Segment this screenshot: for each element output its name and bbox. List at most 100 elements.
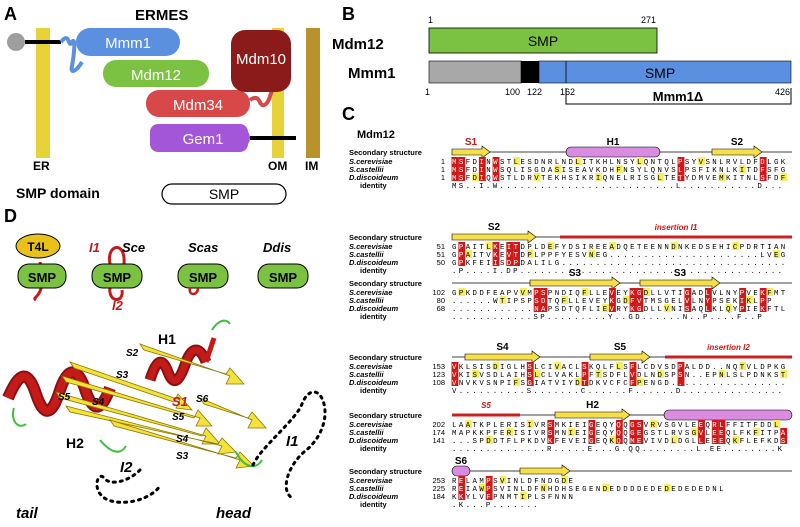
similarity-highlight xyxy=(520,492,527,500)
identity-highlight xyxy=(759,304,767,312)
residue: N xyxy=(616,159,620,167)
residue: P xyxy=(500,380,505,388)
residue: L xyxy=(658,306,662,314)
residue: L xyxy=(753,298,757,306)
residue: T xyxy=(514,252,519,260)
residue: F xyxy=(555,438,559,446)
ss-helix xyxy=(565,146,661,158)
residue: S xyxy=(692,167,697,175)
residue: L xyxy=(637,364,641,372)
residue: D xyxy=(473,290,478,298)
mmm1-pos-1: 1 xyxy=(425,87,430,97)
residue: . xyxy=(671,252,675,260)
residue: E xyxy=(596,244,601,252)
similarity-highlight xyxy=(554,165,562,173)
residue: V xyxy=(678,422,683,430)
residue: R xyxy=(507,422,512,430)
identity-highlight xyxy=(677,157,685,165)
residue: K xyxy=(466,260,471,268)
residue: F xyxy=(610,364,614,372)
residue: E xyxy=(774,252,779,260)
residue: . xyxy=(678,260,682,268)
similarity-highlight xyxy=(472,370,479,378)
residue: V xyxy=(644,438,649,446)
residue: K xyxy=(479,430,484,438)
residue: S xyxy=(486,380,491,388)
residue: N xyxy=(486,167,490,175)
residue: D xyxy=(664,438,669,446)
identity-highlight xyxy=(478,173,486,181)
residue: I xyxy=(479,159,483,167)
residue: V xyxy=(486,252,491,260)
residue: T xyxy=(582,380,587,388)
ss-helix xyxy=(663,409,793,421)
residue: P xyxy=(527,244,532,252)
residue: K xyxy=(466,290,471,298)
residue: E xyxy=(603,306,608,314)
residue: K xyxy=(733,298,738,306)
residue: L xyxy=(719,290,723,298)
residue: N xyxy=(534,306,538,314)
residue: E xyxy=(459,486,464,494)
residue: . xyxy=(603,260,607,268)
residue: P xyxy=(740,290,745,298)
residue: D xyxy=(541,244,546,252)
residue: N xyxy=(781,244,785,252)
residue: E xyxy=(493,290,498,298)
residue: L xyxy=(719,159,723,167)
residue: D xyxy=(521,260,526,268)
similarity-highlight xyxy=(567,428,575,436)
residue: S xyxy=(719,298,724,306)
residue: Q xyxy=(651,167,656,175)
residue: . xyxy=(753,260,757,268)
mmm1-label: Mmm1 xyxy=(105,35,151,52)
residue: M xyxy=(699,175,703,183)
similarity-highlight xyxy=(602,304,610,312)
residue: S xyxy=(500,260,505,268)
residue: V xyxy=(521,290,526,298)
identity-highlight xyxy=(609,296,616,304)
residue: . xyxy=(610,252,614,260)
identity-highlight xyxy=(609,288,616,296)
similarity-highlight xyxy=(574,157,582,165)
beta-sheet xyxy=(55,343,267,469)
cartoon-i2-loop xyxy=(108,287,124,301)
residue: P xyxy=(712,372,717,380)
residue: Y xyxy=(705,298,710,306)
residue: G xyxy=(651,175,655,183)
residue: N xyxy=(699,298,703,306)
residue: S xyxy=(603,372,608,380)
residue: L xyxy=(671,159,675,167)
residue: V xyxy=(500,478,505,486)
seq-start: 184 xyxy=(432,492,445,501)
residue: D xyxy=(479,290,484,298)
residue: Y xyxy=(733,290,738,298)
residue: I xyxy=(582,422,586,430)
smp-legend-text: SMP xyxy=(209,186,239,202)
residue: D xyxy=(507,260,512,268)
identity-highlight xyxy=(451,370,459,378)
residue: P xyxy=(740,306,745,314)
residue: F xyxy=(726,422,730,430)
similarity-highlight xyxy=(732,242,740,250)
identity-highlight xyxy=(759,296,767,304)
identity-highlight xyxy=(533,304,541,312)
residue: . xyxy=(582,260,586,268)
residue: D xyxy=(541,298,546,306)
residue: T xyxy=(500,438,505,446)
mdm12-box xyxy=(103,60,209,87)
residue: L xyxy=(678,167,682,175)
residue: L xyxy=(705,306,709,314)
residue: F xyxy=(767,306,771,314)
mmm1-domain: SMP xyxy=(645,65,675,81)
residue: H xyxy=(610,167,614,175)
residue: L xyxy=(747,438,751,446)
mdm10-box xyxy=(231,30,291,92)
residue: V xyxy=(555,364,560,372)
residue: E xyxy=(568,478,573,486)
residue: K xyxy=(527,438,532,446)
residue: D xyxy=(534,159,539,167)
mdm12-label: Mdm12 xyxy=(131,67,181,84)
residue: Q xyxy=(507,167,512,175)
residue: A xyxy=(466,422,471,430)
